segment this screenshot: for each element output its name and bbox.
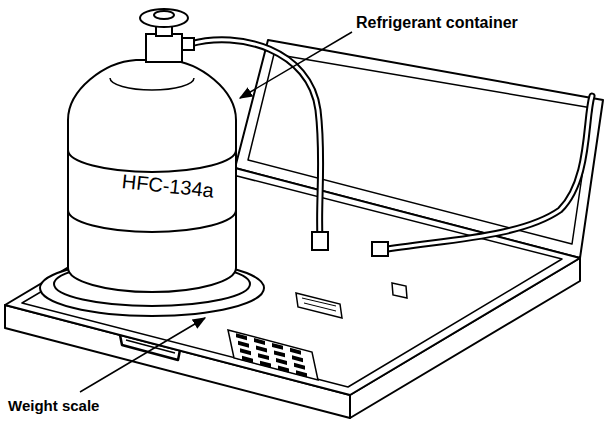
leader-lines — [80, 32, 352, 392]
part-label: Refrigerant container — [356, 14, 518, 32]
cylinder-band — [68, 210, 236, 232]
fitting — [312, 232, 328, 250]
fitting — [182, 38, 194, 50]
leader-line — [240, 32, 352, 98]
fitting — [372, 242, 388, 256]
cylinder-body — [68, 60, 236, 292]
switch — [392, 283, 407, 298]
hose-cores — [190, 40, 592, 250]
cylinder-band — [68, 150, 236, 172]
keys — [236, 333, 307, 377]
display-digits — [302, 298, 336, 311]
refrigerant-cylinder — [40, 9, 264, 316]
hoses — [190, 40, 592, 250]
cylinder-shoulder — [110, 78, 194, 90]
handwheel — [140, 9, 188, 27]
part-label: Weight scale — [8, 398, 99, 415]
leader-line — [80, 318, 205, 392]
handwheel-hub — [154, 11, 174, 19]
display — [296, 293, 342, 318]
valve-body — [146, 34, 182, 62]
outlet-hose — [382, 96, 592, 250]
keypad-plate — [228, 330, 318, 380]
